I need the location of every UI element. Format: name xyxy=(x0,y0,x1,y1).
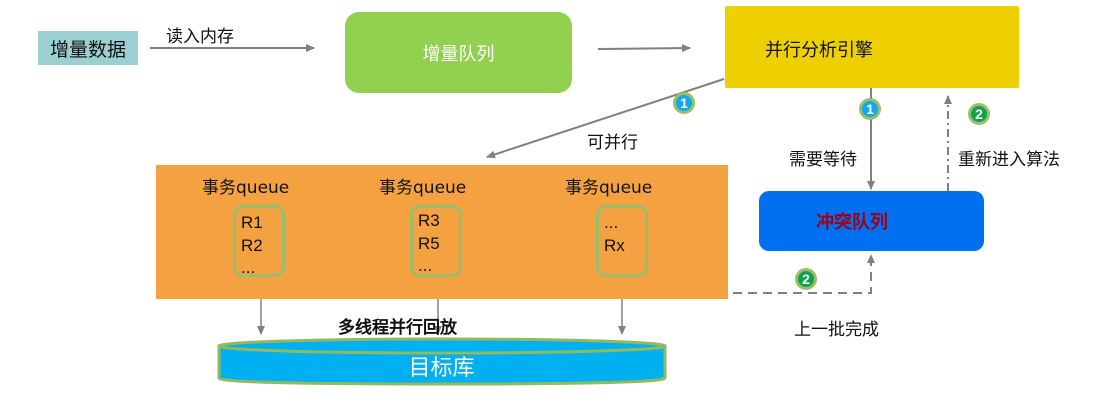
conflict-queue-label: 冲突队列 xyxy=(816,212,888,233)
incremental-queue-label: 增量队列 xyxy=(422,43,495,65)
transaction-queue-box: ... Rx xyxy=(596,205,648,277)
incremental-data-node: 增量数据 xyxy=(38,31,138,65)
arrow-queue-to-engine xyxy=(597,44,691,53)
db-top xyxy=(217,337,667,355)
transaction-queue-box: R3 R5 ... xyxy=(410,205,462,277)
target-db-label: 目标库 xyxy=(408,355,475,381)
queue-item: R2 xyxy=(241,236,263,255)
queue-item: ... xyxy=(241,258,256,277)
transaction-queue-title: 事务queue xyxy=(379,178,467,198)
step-two-badge: 2 xyxy=(795,268,817,290)
queue-item: R1 xyxy=(241,213,263,232)
queue-item: ... xyxy=(418,256,433,275)
multithread-replay-label: 多线程并行回放 xyxy=(338,318,457,338)
queue-item: ... xyxy=(604,213,619,232)
transaction-queue-title: 事务queue xyxy=(202,178,290,198)
parallel-engine-label: 并行分析引擎 xyxy=(765,40,873,61)
reenter-algorithm-label: 重新进入算法 xyxy=(958,150,1060,170)
transaction-queues-area: 事务queue R1 R2 ... 事务queue R3 R5 ... 事务qu… xyxy=(156,165,728,299)
queue-item: R3 xyxy=(418,211,440,230)
arrow-transactions-to-conflict xyxy=(733,254,875,294)
previous-batch-done-label: 上一批完成 xyxy=(794,320,879,340)
can-parallel-label: 可并行 xyxy=(587,133,638,153)
incremental-data-label: 增量数据 xyxy=(49,38,126,61)
transaction-queue-box: R1 R2 ... xyxy=(233,205,285,277)
conflict-queue-node: 冲突队列 xyxy=(759,191,984,251)
db-body xyxy=(217,344,667,386)
parallel-engine-node: 并行分析引擎 xyxy=(725,6,1019,88)
queue-item: R5 xyxy=(418,234,440,253)
read-into-memory-label: 读入内存 xyxy=(166,27,234,47)
target-db-node xyxy=(217,337,667,386)
transaction-queue-title: 事务queue xyxy=(565,178,653,198)
need-wait-label: 需要等待 xyxy=(789,150,857,170)
step-two-badge: 2 xyxy=(968,103,990,125)
step-one-badge: 1 xyxy=(673,92,695,114)
queue-item: Rx xyxy=(604,236,625,255)
step-one-badge: 1 xyxy=(859,98,881,120)
incremental-queue-node: 增量队列 xyxy=(345,12,572,93)
